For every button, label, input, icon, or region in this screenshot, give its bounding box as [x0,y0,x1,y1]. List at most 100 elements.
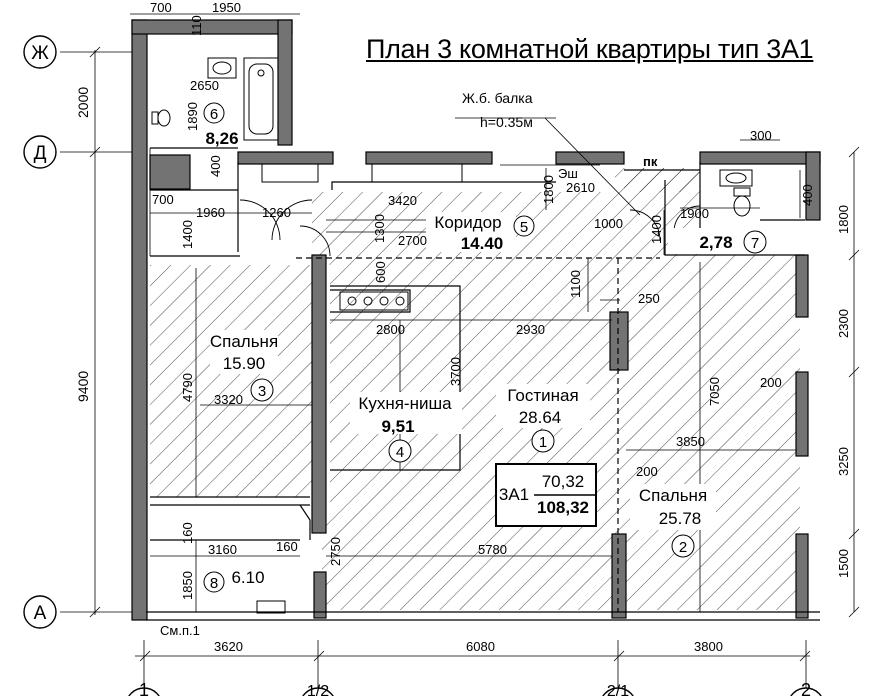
annotations: Ж.б. балка h=0.35м Эш пк См.п.1 [160,90,658,638]
svg-text:6080: 6080 [466,639,495,654]
svg-text:2650: 2650 [190,78,219,93]
svg-text:3700: 3700 [448,357,463,386]
svg-text:Д: Д [34,143,47,164]
room-wc-7: 2,78 7 [668,228,772,254]
svg-text:1000: 1000 [594,216,623,231]
svg-text:3320: 3320 [214,392,243,407]
svg-text:1890: 1890 [185,102,200,131]
svg-text:1: 1 [139,680,149,696]
sink-icon [207,57,237,79]
svg-text:2800: 2800 [376,322,405,337]
svg-text:8: 8 [210,575,218,592]
axis-bubble-1-2: 1/2 [302,683,334,696]
svg-text:3: 3 [258,383,266,400]
svg-text:1400: 1400 [649,215,664,244]
svg-text:2610: 2610 [566,180,595,195]
svg-text:6.10: 6.10 [231,568,264,587]
axis-bubble-zh: Ж [23,35,57,69]
svg-text:1400: 1400 [180,220,195,249]
svg-text:160: 160 [276,539,298,554]
svg-text:3620: 3620 [214,639,243,654]
svg-text:108,32: 108,32 [537,498,589,517]
svg-text:1100: 1100 [568,270,583,298]
svg-text:300: 300 [750,128,772,143]
svg-text:2300: 2300 [836,309,851,338]
svg-text:1800: 1800 [836,205,851,234]
svg-text:h=0.35м: h=0.35м [480,114,533,130]
svg-text:400: 400 [800,184,815,206]
svg-text:6: 6 [210,106,218,123]
svg-text:Эш: Эш [558,166,578,181]
svg-text:200: 200 [636,464,658,479]
svg-text:110: 110 [189,15,204,36]
svg-text:2,78: 2,78 [699,233,732,252]
bathtub-icon [243,57,279,141]
dimension-labels: 700 1950 2650 700 1960 1260 3420 2700 26… [150,0,782,654]
svg-text:1: 1 [539,434,547,451]
door-swings [239,199,701,257]
svg-text:2750: 2750 [328,537,343,566]
svg-text:1800: 1800 [541,175,556,204]
svg-text:5: 5 [520,219,528,236]
svg-text:9400: 9400 [75,371,91,402]
svg-text:400: 400 [208,155,223,177]
room-corridor: Коридор 14.40 5 [426,212,535,253]
svg-text:7: 7 [751,235,759,252]
svg-text:15.90: 15.90 [223,354,266,373]
stove-icon [339,291,409,311]
svg-text:3160: 3160 [208,542,237,557]
svg-text:Спальня: Спальня [639,486,707,505]
svg-text:Кухня-ниша: Кухня-ниша [358,394,452,413]
svg-text:2000: 2000 [75,87,91,118]
svg-text:3250: 3250 [836,447,851,476]
svg-text:2930: 2930 [516,322,545,337]
svg-text:200: 200 [760,375,782,390]
svg-text:2: 2 [679,539,687,556]
svg-text:1900: 1900 [680,206,709,221]
svg-text:1260: 1260 [262,205,291,220]
plan-title: План 3 комнатной квартиры тип 3А1 [366,34,814,64]
svg-text:1500: 1500 [836,549,851,578]
svg-text:3А1: 3А1 [499,485,529,504]
axis-bubble-a: А [23,595,57,629]
partitions [146,147,820,621]
svg-text:3420: 3420 [388,193,417,208]
svg-text:7050: 7050 [707,377,722,406]
svg-text:25.78: 25.78 [659,509,702,528]
axis-bubble-1: 1 [128,680,160,696]
room-bathroom-6: 6 8,26 [203,102,239,148]
svg-text:5780: 5780 [478,542,507,557]
svg-text:2: 2 [801,680,811,696]
svg-text:Ж: Ж [31,43,49,64]
svg-text:1/2: 1/2 [307,683,329,696]
dimension-labels-vertical: 110 1890 400 1400 1300 1800 1400 400 600… [75,15,851,600]
svg-text:1950: 1950 [212,0,241,15]
apartment-tag: 3А1 70,32 108,32 [495,463,597,527]
svg-text:70,32: 70,32 [542,472,585,491]
svg-text:пк: пк [643,154,658,169]
radiator-icon [256,163,463,614]
svg-text:160: 160 [180,522,195,544]
axis-bubble-d: Д [23,135,57,169]
svg-text:1960: 1960 [196,205,225,220]
svg-text:4790: 4790 [180,373,195,402]
svg-text:9,51: 9,51 [381,417,414,436]
svg-text:14.40: 14.40 [461,234,504,253]
svg-text:Спальня: Спальня [210,332,278,351]
svg-text:3800: 3800 [694,639,723,654]
svg-text:3850: 3850 [676,434,705,449]
room-living: Гостиная 28.64 1 [496,384,590,453]
svg-text:Коридор: Коридор [434,213,501,232]
svg-text:См.п.1: См.п.1 [160,623,200,638]
svg-text:28.64: 28.64 [519,408,562,427]
svg-text:600: 600 [373,261,388,283]
svg-text:8,26: 8,26 [205,129,238,148]
room-loggia-8: 8 6.10 [203,568,265,593]
svg-text:1300: 1300 [372,214,387,243]
svg-text:2/1: 2/1 [607,683,629,696]
svg-text:700: 700 [150,0,172,15]
room-bedroom-3: Спальня 15.90 3 [210,330,278,402]
room-bedroom-2: Спальня 25.78 2 [630,484,716,558]
svg-text:700: 700 [152,192,174,207]
